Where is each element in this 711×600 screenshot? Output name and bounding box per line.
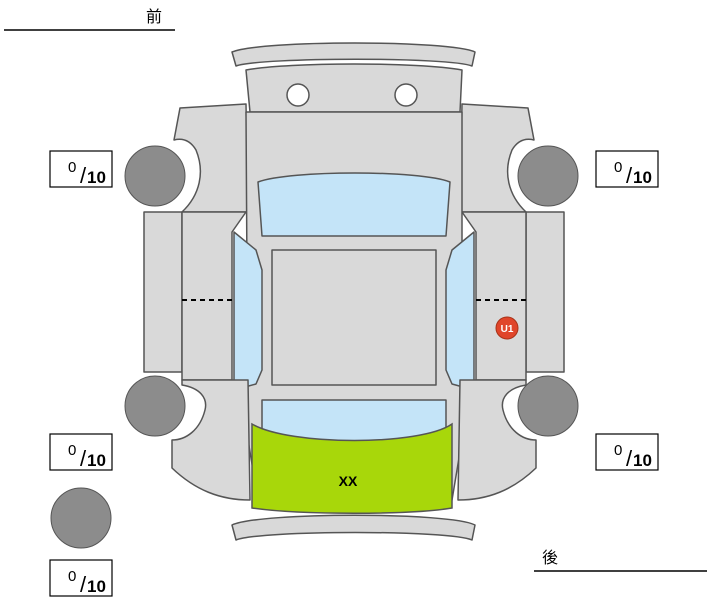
front-label-group: 前 [4,7,175,31]
right-headlight [394,83,418,107]
rear-label: 後 [542,548,558,567]
tire-slash: / [626,163,633,188]
tire-value: 0 [68,568,76,585]
car-body [143,42,565,541]
rear-left-tire[interactable] [124,375,186,437]
left-headlight [286,83,310,107]
rear-right-tire[interactable] [517,375,579,437]
rear-label-group: 後 [534,548,707,572]
tire-value: 0 [68,159,76,176]
hood[interactable] [245,63,463,113]
right-side-window[interactable] [445,231,475,391]
front-left-tire[interactable] [124,145,186,207]
damage-mark-code: U1 [501,324,514,335]
left-front-door[interactable] [181,211,247,381]
rear-left-fender[interactable] [171,379,251,501]
damage-mark-u1[interactable]: U1 [495,316,519,340]
spare-tire[interactable] [50,487,112,549]
tire-box-front-right: 0 / 10 [595,150,659,188]
front-right-tire[interactable] [517,145,579,207]
tire-max: 10 [633,451,652,470]
tire-value: 0 [614,442,622,459]
damage-area-rear[interactable]: XX [251,422,453,514]
windshield[interactable] [257,172,451,237]
tire-slash: / [80,446,87,471]
damage-area-fill [251,422,453,514]
front-right-fender[interactable] [459,103,535,213]
tire-max: 10 [87,168,106,187]
tire-slash: / [80,163,87,188]
tire-value: 0 [614,159,622,176]
damage-area-code: XX [339,473,358,489]
tire-box-spare: 0 / 10 [49,559,113,597]
tire-slash: / [626,446,633,471]
front-label: 前 [146,7,162,26]
front-left-fender[interactable] [173,103,249,213]
tire-slash: / [80,572,87,597]
left-side-window[interactable] [233,231,263,391]
tire-value: 0 [68,442,76,459]
tire-box-rear-left: 0 / 10 [49,433,113,471]
tire-box-rear-right: 0 / 10 [595,433,659,471]
damage-mark-badge [495,316,519,340]
tire-box-front-left: 0 / 10 [49,150,113,188]
tire-max: 10 [87,451,106,470]
roof[interactable] [271,249,437,386]
tire-max: 10 [87,577,106,596]
right-front-door-outer[interactable] [525,211,565,373]
rear-right-fender[interactable] [457,379,537,501]
rear-bumper[interactable] [231,514,476,541]
left-front-door-outer[interactable] [143,211,183,373]
tire-max: 10 [633,168,652,187]
front-bumper[interactable] [231,42,476,67]
